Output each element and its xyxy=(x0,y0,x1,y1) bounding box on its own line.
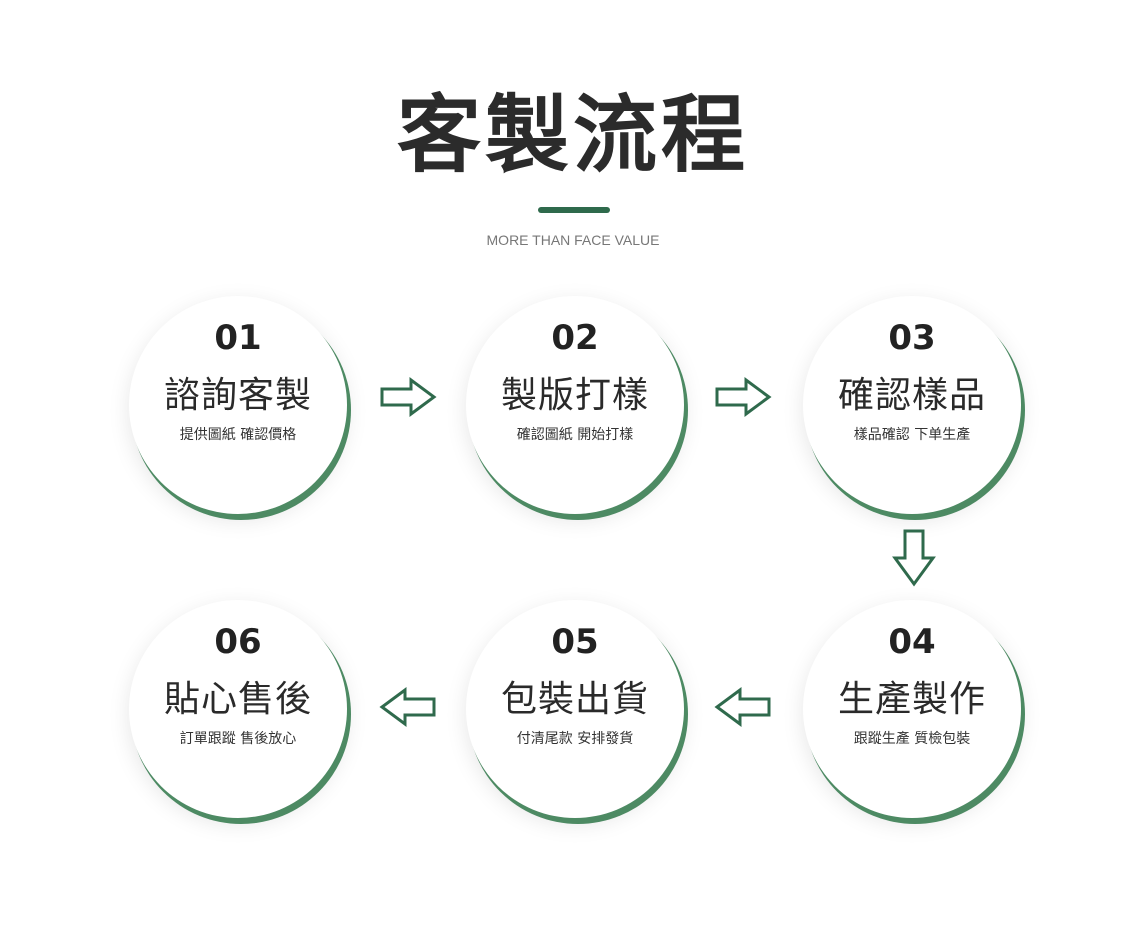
step-description: 訂單跟蹤 售後放心 xyxy=(179,731,297,747)
step-number: 06 xyxy=(214,622,262,662)
step-03: 03 確認樣品 樣品確認 下单生產 xyxy=(803,296,1021,514)
step-04: 04 生產製作 跟蹤生產 質檢包裝 xyxy=(803,600,1021,818)
step-06: 06 貼心售後 訂單跟蹤 售後放心 xyxy=(129,600,347,818)
page-subtitle: MORE THAN FACE VALUE xyxy=(486,232,660,248)
arrow-right-icon xyxy=(714,377,772,417)
arrow-left-icon xyxy=(379,687,437,727)
step-description: 提供圖紙 確認價格 xyxy=(179,427,297,443)
arrow-left-icon xyxy=(714,687,772,727)
step-description: 樣品確認 下单生產 xyxy=(853,427,971,443)
step-01: 01 諮詢客製 提供圖紙 確認價格 xyxy=(129,296,347,514)
step-name: 諮詢客製 xyxy=(163,375,312,416)
step-number: 04 xyxy=(888,622,936,662)
step-name: 確認樣品 xyxy=(837,375,986,416)
step-description: 確認圖紙 開始打樣 xyxy=(516,427,634,443)
step-description: 跟蹤生產 質檢包裝 xyxy=(853,731,971,747)
step-number: 02 xyxy=(551,318,599,358)
page-title: 客製流程 xyxy=(396,86,749,184)
step-02: 02 製版打樣 確認圖紙 開始打樣 xyxy=(466,296,684,514)
step-name: 製版打樣 xyxy=(500,375,649,416)
step-name: 生產製作 xyxy=(837,679,986,720)
step-description: 付清尾款 安排發貨 xyxy=(516,731,634,747)
step-name: 貼心售後 xyxy=(163,679,312,720)
arrow-down-icon xyxy=(892,528,936,588)
step-number: 05 xyxy=(551,622,599,662)
step-number: 01 xyxy=(214,318,262,358)
step-05: 05 包裝出貨 付清尾款 安排發貨 xyxy=(466,600,684,818)
step-number: 03 xyxy=(888,318,936,358)
title-divider xyxy=(538,207,610,213)
step-name: 包裝出貨 xyxy=(500,679,649,720)
arrow-right-icon xyxy=(379,377,437,417)
